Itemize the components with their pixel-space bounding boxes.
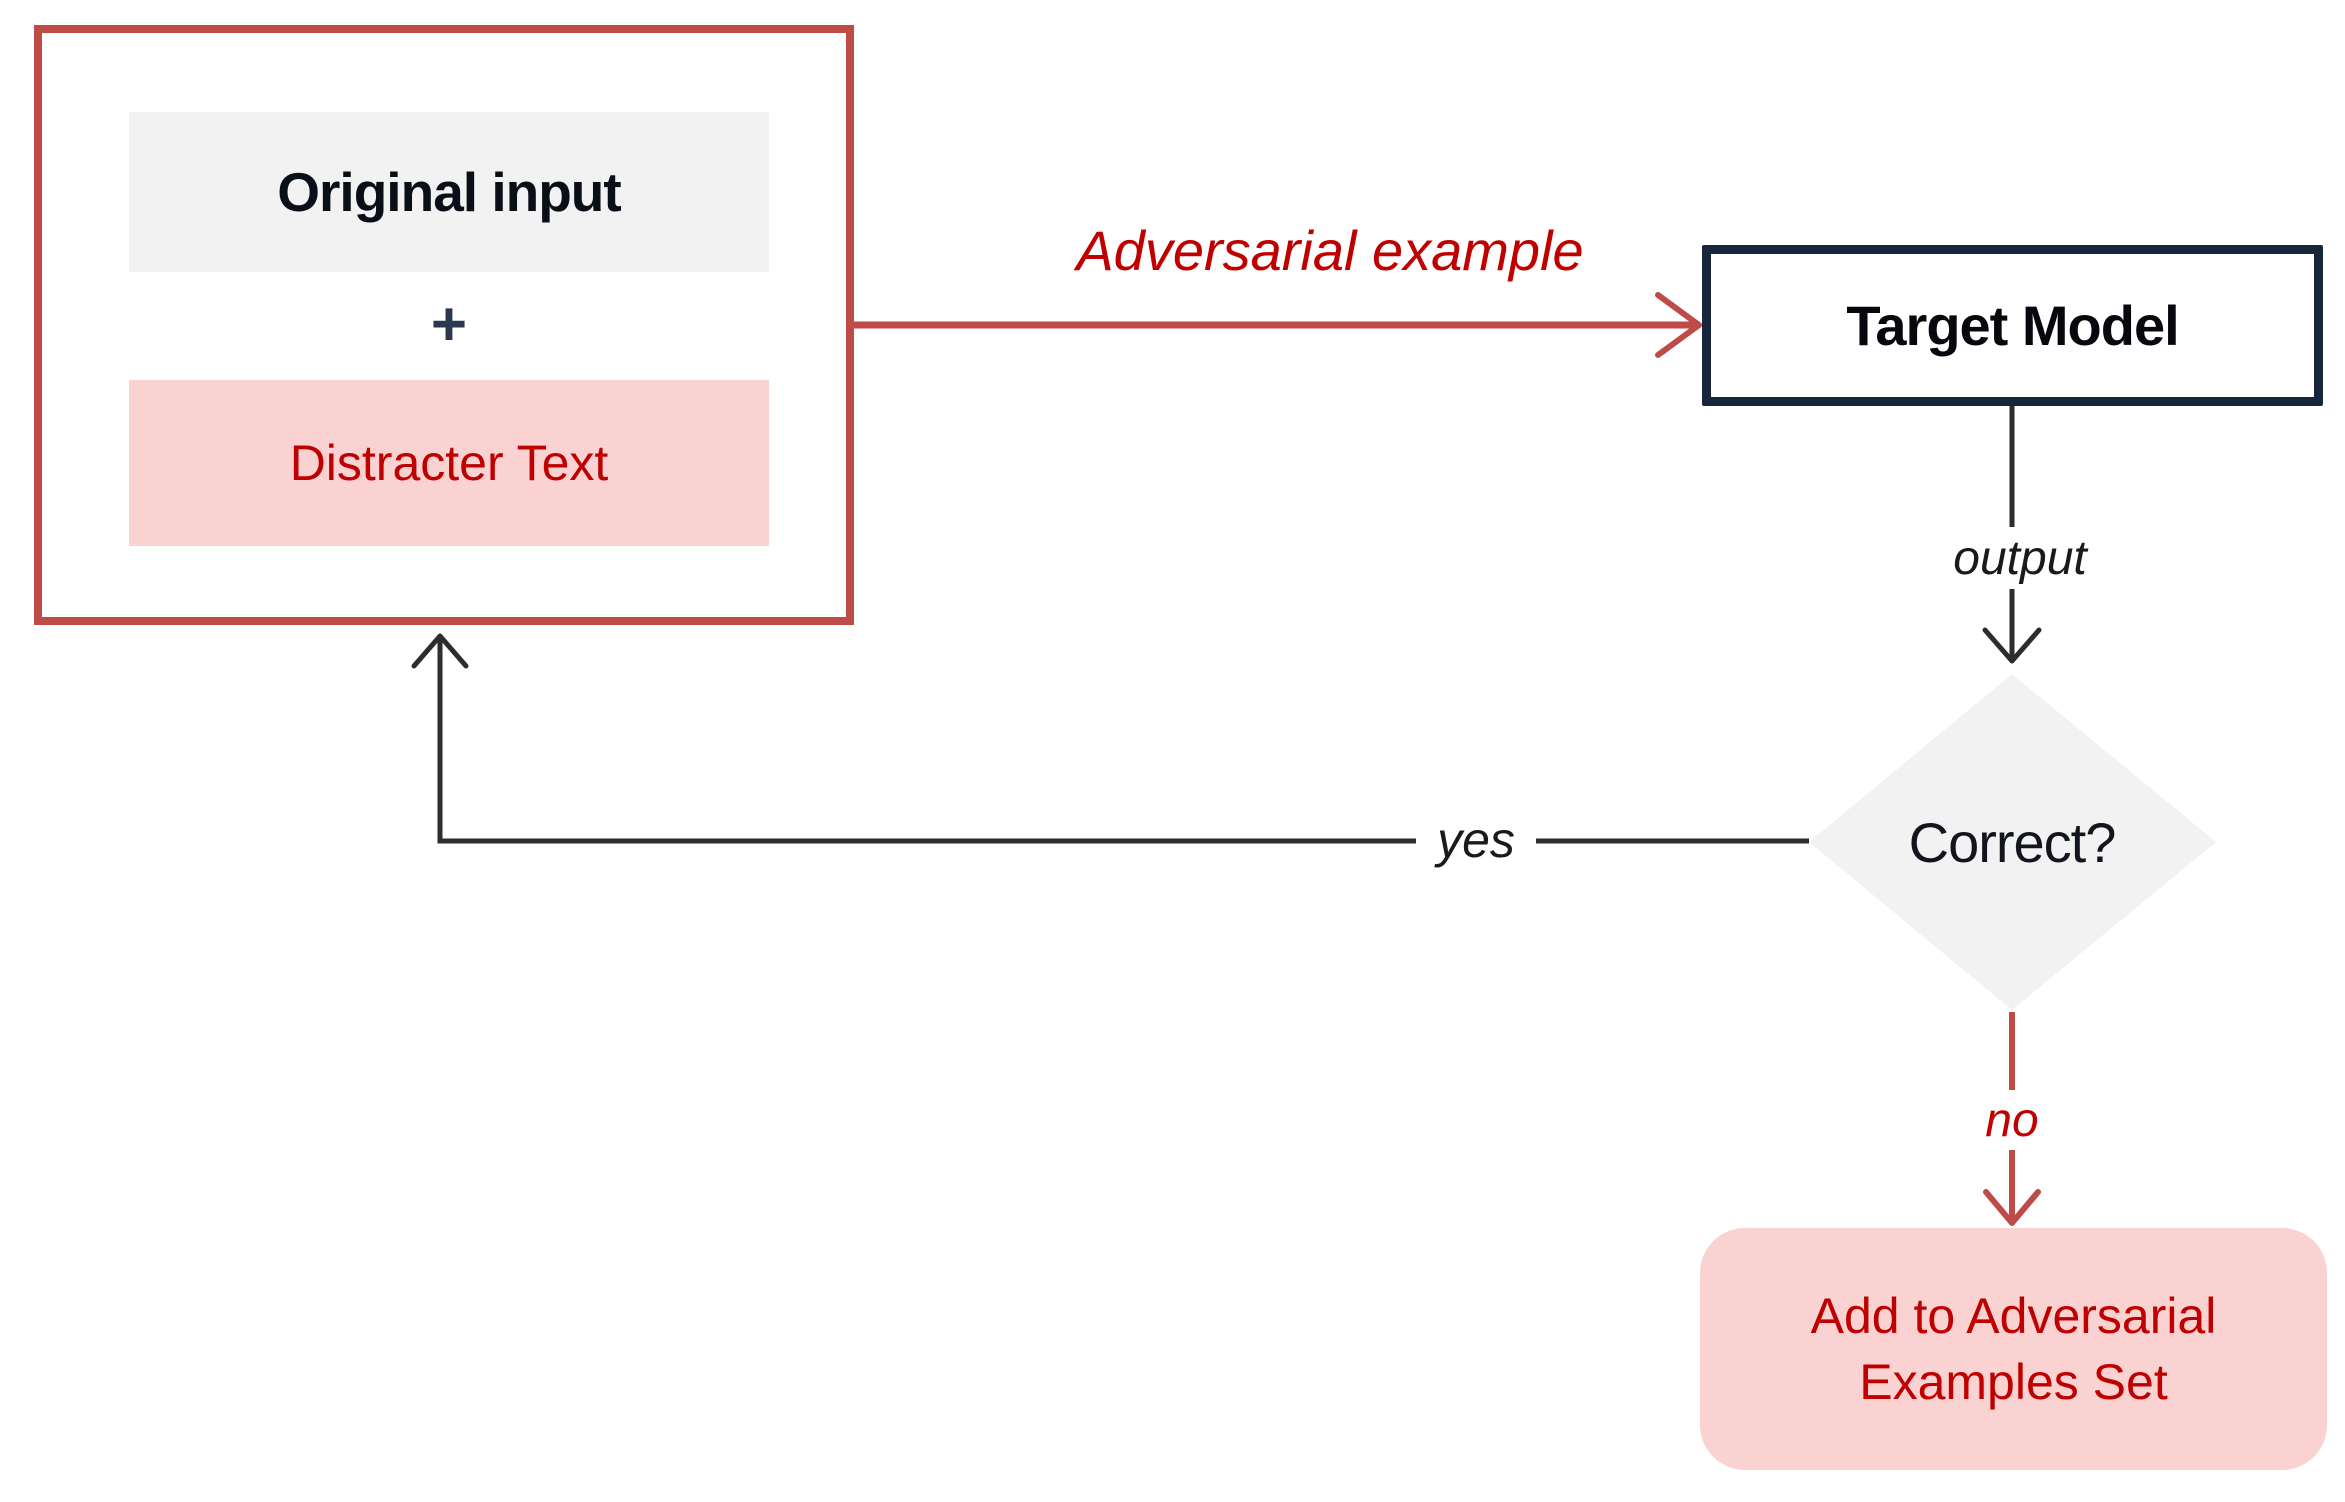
distracter-text-label: Distracter Text: [289, 435, 609, 491]
output-text: output: [1953, 531, 2087, 585]
plus-sign: +: [129, 288, 769, 360]
output-arrowhead: [1982, 627, 2042, 664]
target-model-label: Target Model: [1846, 294, 2179, 357]
adversarial-example-label: Adversarial example: [1030, 212, 1630, 288]
original-input-box: Original input: [129, 112, 769, 272]
adversarial-arrowhead: [1655, 292, 1702, 358]
yes-arrowhead: [411, 633, 469, 669]
no-text: no: [1985, 1093, 2039, 1147]
adversarial-set-box: Add to Adversarial Examples Set: [1700, 1228, 2327, 1470]
plus-sign-glyph: +: [430, 289, 468, 359]
target-model-box: Target Model: [1702, 245, 2323, 406]
distracter-text-box: Distracter Text: [129, 380, 769, 546]
yes-text: yes: [1437, 812, 1515, 868]
adversarial-example-text: Adversarial example: [1076, 218, 1584, 282]
yes-label: yes: [1416, 809, 1536, 871]
original-input-label: Original input: [277, 161, 621, 223]
decision-label: Correct?: [1812, 806, 2212, 878]
decision-question-text: Correct?: [1908, 810, 2117, 874]
no-arrowhead: [1983, 1189, 2041, 1226]
yes-line: [437, 638, 1809, 844]
adversarial-set-line2: Examples Set: [1859, 1354, 2168, 1410]
decision-diamond-shape: [1809, 674, 2216, 1010]
output-label: output: [1930, 527, 2110, 589]
no-label: no: [1958, 1090, 2066, 1150]
adversarial-set-line1: Add to Adversarial: [1810, 1288, 2217, 1344]
